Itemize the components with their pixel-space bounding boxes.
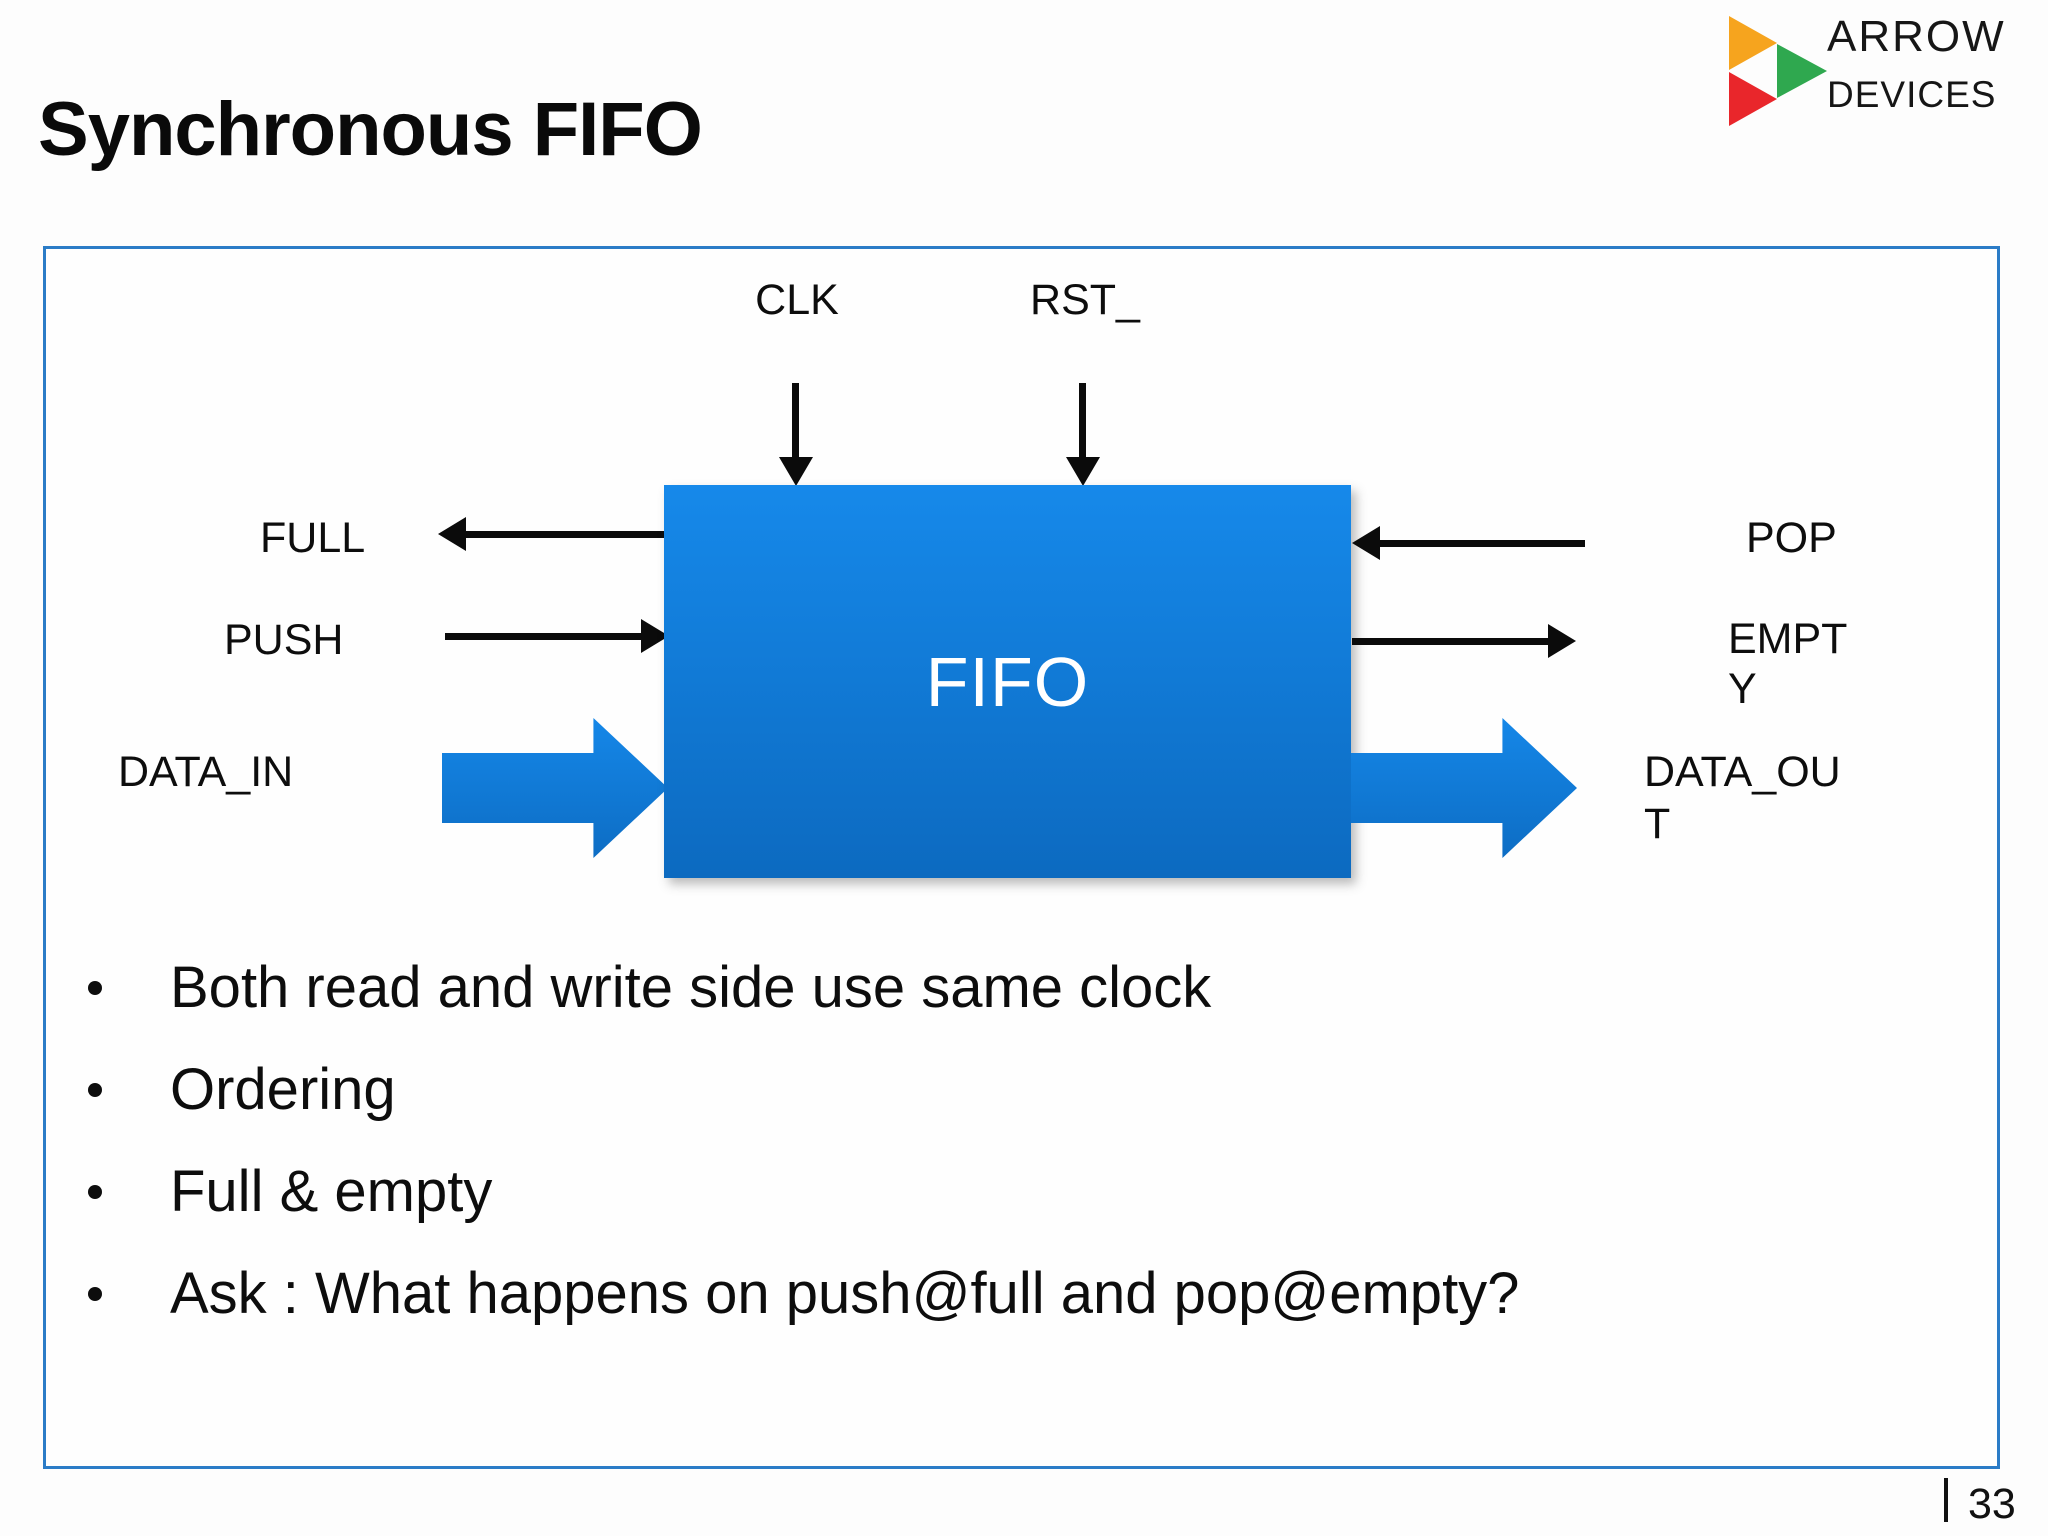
- data-in-signal-label: DATA_IN: [118, 748, 294, 796]
- bullet-dot-icon: [88, 1185, 102, 1199]
- list-item: Ask : What happens on push@full and pop@…: [88, 1262, 1519, 1326]
- full-signal-label: FULL: [260, 514, 366, 562]
- clk-arrowhead-icon: [779, 457, 813, 486]
- pop-arrowhead-icon: [1352, 526, 1380, 560]
- bullet-dot-icon: [88, 1083, 102, 1097]
- logo-red-triangle-icon: [1729, 72, 1777, 126]
- empty-arrow-right-icon: [1352, 638, 1548, 645]
- logo-text-devices: DEVICES: [1827, 74, 1997, 115]
- full-arrowhead-icon: [438, 517, 466, 551]
- list-item: Full & empty: [88, 1160, 1519, 1224]
- clk-signal-label: CLK: [755, 276, 839, 324]
- bullet-text: Ordering: [170, 1057, 396, 1122]
- list-item: Both read and write side use same clock: [88, 956, 1519, 1020]
- bullet-list: Both read and write side use same clock …: [88, 956, 1519, 1364]
- page-number-divider: [1944, 1478, 1948, 1522]
- push-signal-label: PUSH: [224, 616, 344, 664]
- logo-orange-triangle-icon: [1729, 16, 1777, 70]
- fifo-block: FIFO: [664, 485, 1351, 878]
- bullet-dot-icon: [88, 1287, 102, 1301]
- full-arrow-left-icon: [464, 531, 665, 538]
- page-title: Synchronous FIFO: [38, 87, 703, 172]
- rst-arrow-down-icon: [1079, 383, 1086, 459]
- logo-text-arrow: ARROW: [1827, 12, 2006, 61]
- empty-signal-label: EMPT Y: [1728, 615, 1848, 713]
- fifo-block-label: FIFO: [925, 642, 1090, 721]
- pop-arrow-left-icon: [1380, 540, 1585, 547]
- push-arrow-right-icon: [445, 633, 641, 640]
- pop-signal-label: POP: [1746, 514, 1837, 562]
- empty-arrowhead-icon: [1548, 624, 1576, 658]
- bullet-text: Full & empty: [170, 1159, 493, 1224]
- bullet-dot-icon: [88, 981, 102, 995]
- clk-arrow-down-icon: [792, 383, 799, 459]
- bullet-text: Ask : What happens on push@full and pop@…: [170, 1261, 1520, 1326]
- bullet-text: Both read and write side use same clock: [170, 955, 1212, 1020]
- rst-signal-label: RST_: [1030, 276, 1140, 324]
- page-number: 33: [1968, 1480, 2016, 1528]
- list-item: Ordering: [88, 1058, 1519, 1122]
- data-out-signal-label: DATA_OU T: [1644, 748, 1841, 848]
- logo-green-triangle-icon: [1777, 44, 1827, 98]
- rst-arrowhead-icon: [1066, 457, 1100, 486]
